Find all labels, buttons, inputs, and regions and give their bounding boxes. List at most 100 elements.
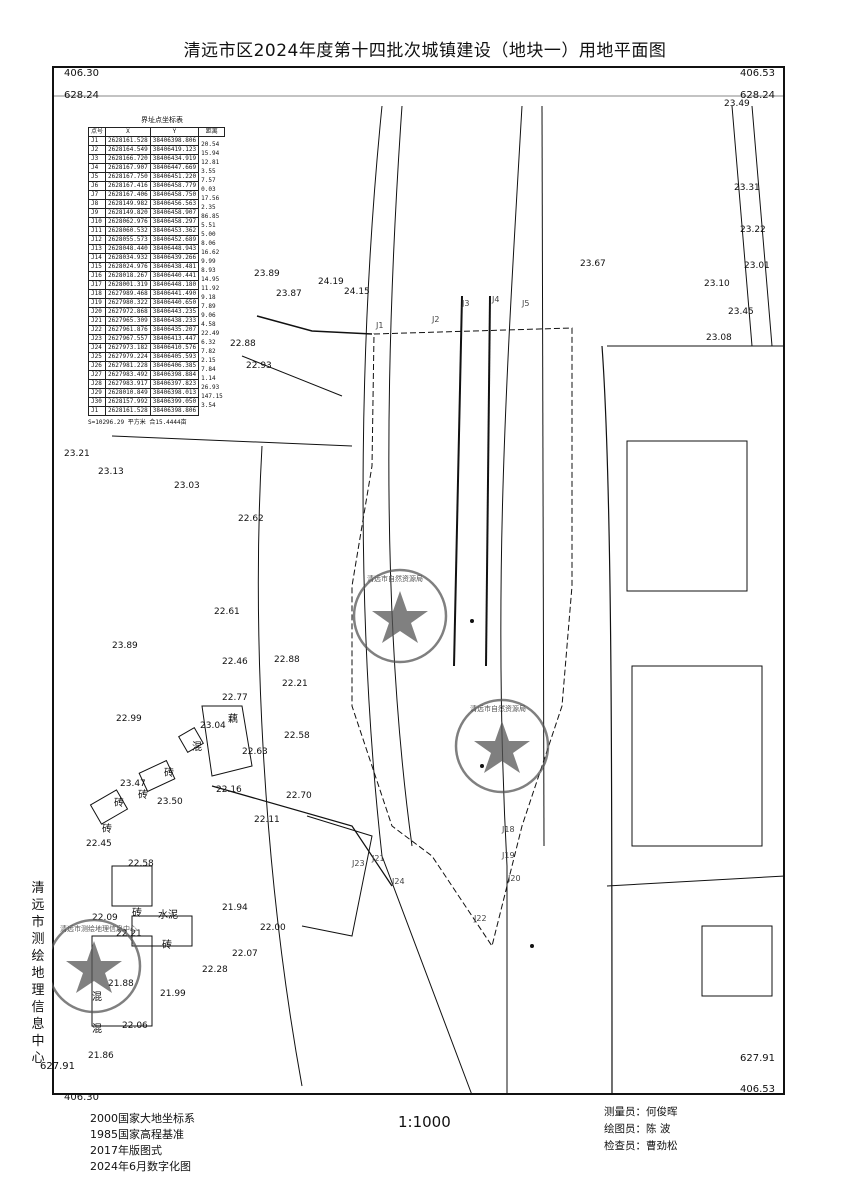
table-cell-id: J22 (87, 325, 107, 335)
elevation-label: 22.21 (282, 679, 308, 689)
header-point: 点号 (87, 127, 107, 137)
table-cell-y: 38406434.919 (149, 154, 200, 164)
elevation-label: 22.88 (274, 655, 300, 665)
table-cell-distance: 12.81 (201, 159, 220, 166)
elevation-label: 21.94 (222, 903, 248, 913)
boundary-point-label: J5 (521, 299, 529, 308)
table-cell-id: J19 (87, 298, 107, 308)
house-2 (138, 759, 176, 793)
coord-system: 2000国家大地坐标系 (90, 1112, 195, 1125)
table-cell-distance: 7.82 (201, 348, 216, 355)
road-lane-1 (453, 295, 463, 667)
elevation-label: 23.10 (704, 279, 730, 289)
table-cell-distance: 0.03 (201, 186, 216, 193)
bridge-line (256, 315, 373, 335)
boundary-point-label: J1 (375, 321, 383, 330)
table-cell-y: 38406397.823 (149, 379, 200, 389)
table-cell-id: J5 (87, 172, 107, 182)
table-cell-y: 38406448.180 (149, 280, 200, 290)
boundary-point-label: J23 (351, 859, 365, 868)
building-block-2 (631, 665, 763, 847)
table-cell-x: 2627961.876 (105, 325, 151, 335)
building-type-label: 混 (192, 741, 202, 753)
map-drawing: 23.89 24.19 23.87 24.15 22.88 22.93 23.2… (52, 95, 785, 1095)
house-3 (89, 789, 129, 825)
table-cell-distance: 7.84 (201, 366, 216, 373)
table-cell-y: 38406443.235 (149, 307, 200, 317)
header-y: Y (149, 127, 200, 137)
plot-west (301, 815, 373, 937)
header-x: X (105, 127, 151, 137)
table-cell-x: 2627979.224 (105, 352, 151, 362)
elevation-label: 21.88 (108, 979, 134, 989)
table-cell-id: J18 (87, 289, 107, 299)
elevation-label: 21.99 (160, 989, 186, 999)
table-cell-x: 2628157.992 (105, 397, 151, 407)
table-cell-y: 38406438.481 (149, 262, 200, 272)
table-cell-y: 38406410.576 (149, 343, 200, 353)
elevation-label: 22.58 (128, 859, 154, 869)
elevation-label: 23.13 (98, 467, 124, 477)
map-schema: 2017年版图式 (90, 1144, 162, 1157)
side-organization: 清远市测绘地理信息中心 (31, 881, 45, 1066)
table-cell-distance: 5.51 (201, 222, 216, 229)
table-cell-id: J3 (87, 154, 107, 164)
elevation-label: 22.21 (116, 929, 142, 939)
elevation-label: 22.11 (254, 815, 280, 825)
table-cell-distance: 4.58 (201, 321, 216, 328)
elevation-label: 24.19 (318, 277, 344, 287)
table-cell-y: 38406458.750 (149, 190, 200, 200)
table-cell-id: J23 (87, 334, 107, 344)
elevation-label: 23.21 (64, 449, 90, 459)
map-date: 2024年6月数字化图 (90, 1160, 191, 1173)
table-cell-x: 2627983.917 (105, 379, 151, 389)
stamp-text-3: 清远市测绘地理信息中心 (60, 924, 137, 933)
map-title: 清远市区2024年度第十四批次城镇建设（地块一）用地平面图 (183, 41, 667, 61)
elevation-label: 23.22 (740, 225, 766, 235)
stamp-circle-3 (52, 918, 142, 1014)
boundary-point-label: J20 (507, 874, 521, 883)
table-cell-distance: 7.57 (201, 177, 216, 184)
table-cell-id: J17 (87, 280, 107, 290)
table-cell-distance: 3.55 (201, 168, 216, 175)
elevation-label: 23.45 (728, 307, 754, 317)
corner-top-right-x: 406.53 (740, 68, 775, 79)
table-cell-id: J1 (87, 136, 107, 146)
table-cell-distance: 22.49 (201, 330, 220, 337)
field-edge-1 (111, 435, 353, 447)
elevation-label: 22.99 (116, 714, 142, 724)
table-cell-id: J14 (87, 253, 107, 263)
building-type-label: 砖 (102, 822, 112, 835)
building-block-3 (701, 925, 773, 997)
elevation-label: 22.06 (122, 1021, 148, 1031)
table-cell-x: 2628062.976 (105, 217, 151, 227)
elevation-label: 22.61 (214, 607, 240, 617)
building-type-label: 混 (92, 1023, 102, 1035)
legend-title: 界址点坐标表 (141, 116, 183, 124)
road-lane-2 (485, 295, 491, 667)
elevation-label: 22.63 (242, 747, 268, 757)
table-cell-id: J7 (87, 190, 107, 200)
table-cell-x: 2628167.406 (105, 190, 151, 200)
table-cell-x: 2627973.182 (105, 343, 151, 353)
table-cell-x: 2627980.322 (105, 298, 151, 308)
elevation-label: 22.46 (222, 657, 248, 667)
stamp-circle-1 (352, 568, 448, 664)
road-east-edge (541, 105, 545, 847)
table-cell-distance: 9.99 (201, 258, 216, 265)
table-cell-x: 2628167.907 (105, 163, 151, 173)
table-cell-y: 38406406.385 (149, 361, 200, 371)
table-cell-id: J1 (87, 406, 107, 416)
elevation-label: 23.67 (580, 259, 606, 269)
house-1 (178, 727, 204, 753)
corner-bottom-right-x: 406.53 (740, 1084, 775, 1095)
surveyor: 测量员：何俊晖 (604, 1106, 678, 1118)
road-center (500, 105, 523, 1095)
table-cell-x: 2627981.228 (105, 361, 151, 371)
